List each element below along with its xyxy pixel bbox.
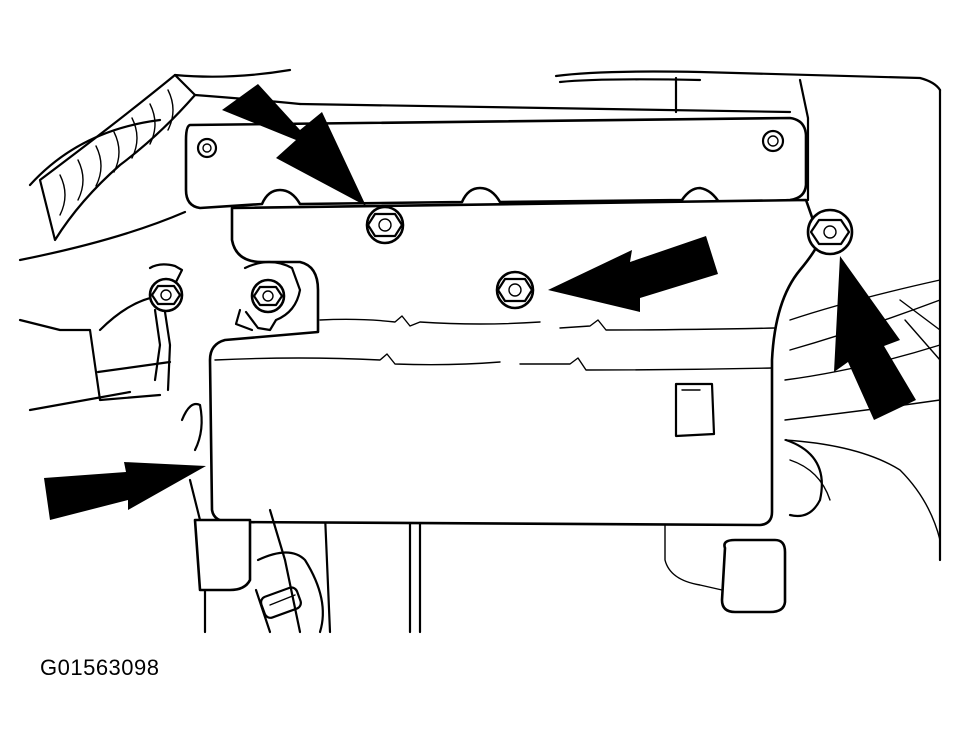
wire-clips	[148, 260, 302, 392]
arrow-icon	[548, 236, 718, 312]
figure-code: G01563098	[40, 655, 160, 680]
wiring-harness	[38, 68, 302, 242]
center-bolt	[495, 270, 535, 310]
module-body	[193, 198, 822, 634]
upper-right-bolt	[806, 208, 854, 256]
arrow-icon	[222, 84, 366, 206]
arrow-icon	[44, 462, 206, 520]
clip-bolt-right	[250, 278, 286, 314]
arrow-icon	[834, 256, 916, 420]
clip-bolt-left	[148, 277, 184, 313]
upper-left-bolt	[365, 205, 405, 245]
